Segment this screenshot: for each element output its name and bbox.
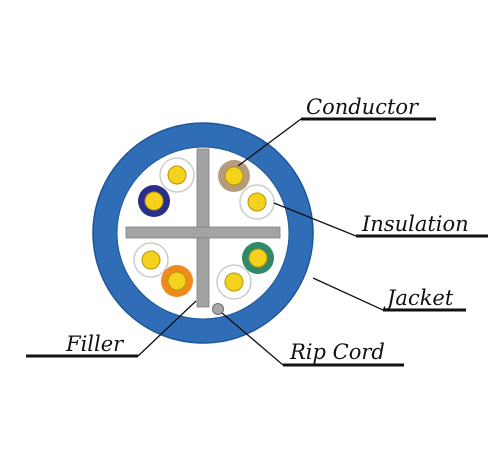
insulation-leader	[273, 202, 357, 237]
conductor-leader	[237, 118, 302, 167]
label-filler: Filler	[65, 332, 125, 356]
rip-cord-leader	[221, 312, 284, 366]
wire-brown-conductor	[224, 166, 244, 186]
label-conductor: Conductor	[306, 95, 420, 119]
pair-green	[216, 242, 274, 300]
jacket-leader	[312, 277, 384, 311]
rip-cord	[212, 303, 224, 315]
label-rip-cord: Rip Cord	[289, 340, 385, 364]
wire-white-orange-conductor	[141, 250, 161, 270]
filler-leader	[137, 300, 197, 357]
pair-brown	[218, 160, 275, 220]
leader-lines	[26, 117, 488, 367]
wire-white-green-conductor	[224, 272, 244, 292]
filler-horizontal-bar	[125, 226, 281, 239]
wire-green-conductor	[248, 248, 268, 268]
wire-orange-conductor	[167, 271, 187, 291]
label-insulation: Insulation	[361, 212, 469, 236]
pair-blue	[138, 157, 195, 217]
wire-white-blue-conductor	[167, 165, 187, 185]
wire-blue-conductor	[144, 191, 164, 211]
label-jacket: Jacket	[383, 286, 454, 310]
pair-orange	[133, 242, 193, 297]
wire-white-brown-conductor	[247, 192, 267, 212]
